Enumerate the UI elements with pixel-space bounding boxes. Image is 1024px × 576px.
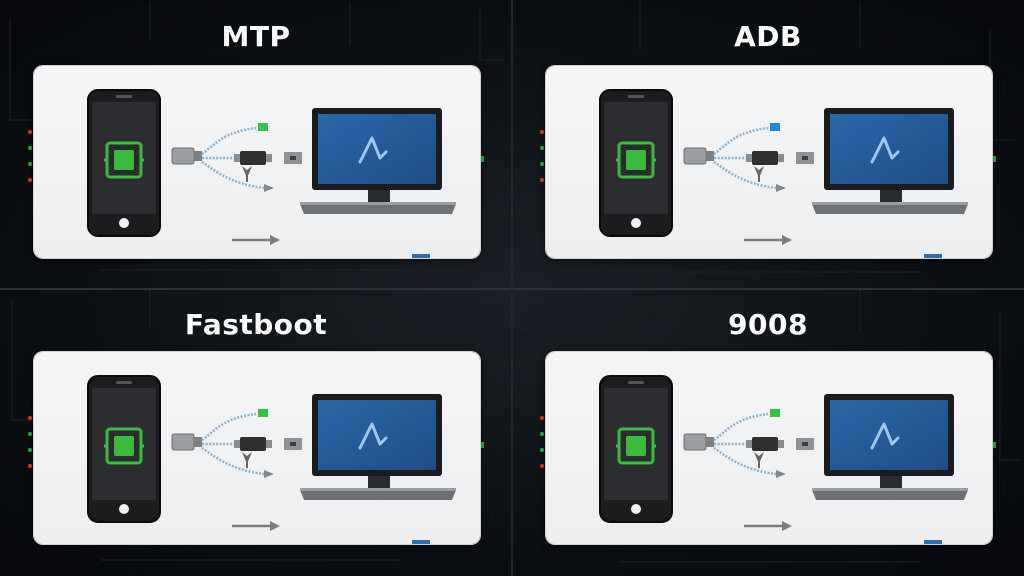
cable-wire [201, 160, 265, 190]
chip-core [626, 436, 646, 456]
quadrant-fastboot: Fastboot [0, 288, 512, 576]
chip-core [626, 150, 646, 170]
status-tag [770, 123, 780, 131]
phone-home-button [119, 504, 129, 514]
quadrant-title: ADB [734, 20, 802, 53]
side-indicator-dots [540, 416, 546, 480]
phone-home-button [631, 218, 641, 228]
usb-connector [752, 151, 778, 165]
usb-cable-icon [171, 123, 302, 192]
monitor-stand [880, 476, 902, 488]
connection-card [34, 66, 480, 258]
usb-connector [240, 437, 266, 451]
flow-arrow-icon [232, 235, 280, 245]
connection-card [546, 66, 992, 258]
side-indicator-right [480, 156, 484, 162]
quadrant-title: MTP [221, 20, 291, 53]
screen-logo-icon [358, 136, 388, 164]
connection-illustration [87, 375, 456, 544]
vertical-divider [511, 0, 513, 576]
connection-card [546, 352, 992, 544]
side-indicator-right [992, 442, 996, 448]
quadrant-title: Fastboot [184, 308, 328, 341]
monitor-stand [368, 190, 390, 202]
keyboard-base [812, 204, 968, 214]
side-indicator-right [480, 442, 484, 448]
screen-logo-icon [870, 136, 900, 164]
usb-connector [752, 437, 778, 451]
monitor-icon [812, 108, 968, 214]
monitor-icon [812, 394, 968, 500]
chip-icon [104, 141, 144, 179]
usb-plug [171, 147, 195, 165]
cable-wire [201, 126, 257, 156]
side-indicator-dots [28, 416, 34, 480]
flow-arrow-icon [744, 235, 792, 245]
cable-wire [713, 160, 777, 190]
quadrant-title: 9008 [728, 308, 808, 341]
arrow-right-icon [264, 184, 274, 192]
chip-core [114, 150, 134, 170]
cable-wire [713, 446, 777, 476]
arrow-right-icon [776, 470, 786, 478]
chip-icon [616, 141, 656, 179]
phone-icon [599, 89, 673, 237]
status-tag [258, 409, 268, 417]
arrow-right-icon [264, 470, 274, 478]
phone-speaker [628, 95, 644, 98]
phone-icon [599, 375, 673, 523]
usb-plug [683, 433, 707, 451]
screen-logo-icon [358, 422, 388, 450]
phone-home-button [119, 218, 129, 228]
connection-illustration [599, 375, 968, 544]
usb-cable-icon [683, 123, 814, 192]
monitor-icon [300, 108, 456, 214]
quadrant-adb: ADB [512, 0, 1024, 288]
keyboard-base [812, 490, 968, 500]
monitor-icon [300, 394, 456, 500]
phone-icon [87, 375, 161, 523]
phone-speaker [116, 381, 132, 384]
usb-plug [683, 147, 707, 165]
usb-cable-icon [683, 409, 814, 478]
corner-marker [924, 540, 942, 544]
connection-illustration [87, 89, 456, 258]
cable-wire [201, 412, 257, 442]
status-tag [770, 409, 780, 417]
chip-core [114, 436, 134, 456]
monitor-stand [880, 190, 902, 202]
corner-marker [924, 254, 942, 258]
flow-arrow-icon [744, 521, 792, 531]
flow-arrow-icon [232, 521, 280, 531]
cable-wire [201, 446, 265, 476]
quadrant-mtp: MTP [0, 0, 512, 288]
phone-speaker [628, 381, 644, 384]
arrow-right-icon [776, 184, 786, 192]
keyboard-base [300, 204, 456, 214]
corner-marker [412, 254, 430, 258]
corner-marker [412, 540, 430, 544]
phone-icon [87, 89, 161, 237]
chip-icon [616, 427, 656, 465]
side-indicator-dots [28, 130, 34, 194]
cable-wire [713, 126, 769, 156]
keyboard-base [300, 490, 456, 500]
screen-logo-icon [870, 422, 900, 450]
chip-icon [104, 427, 144, 465]
monitor-stand [368, 476, 390, 488]
quadrant-9008: 9008 [512, 288, 1024, 576]
usb-plug [171, 433, 195, 451]
phone-home-button [631, 504, 641, 514]
usb-cable-icon [171, 409, 302, 478]
status-tag [258, 123, 268, 131]
connection-illustration [599, 89, 968, 258]
connection-card [34, 352, 480, 544]
phone-speaker [116, 95, 132, 98]
usb-connector [240, 151, 266, 165]
side-indicator-right [992, 156, 996, 162]
side-indicator-dots [540, 130, 546, 194]
cable-wire [713, 412, 769, 442]
